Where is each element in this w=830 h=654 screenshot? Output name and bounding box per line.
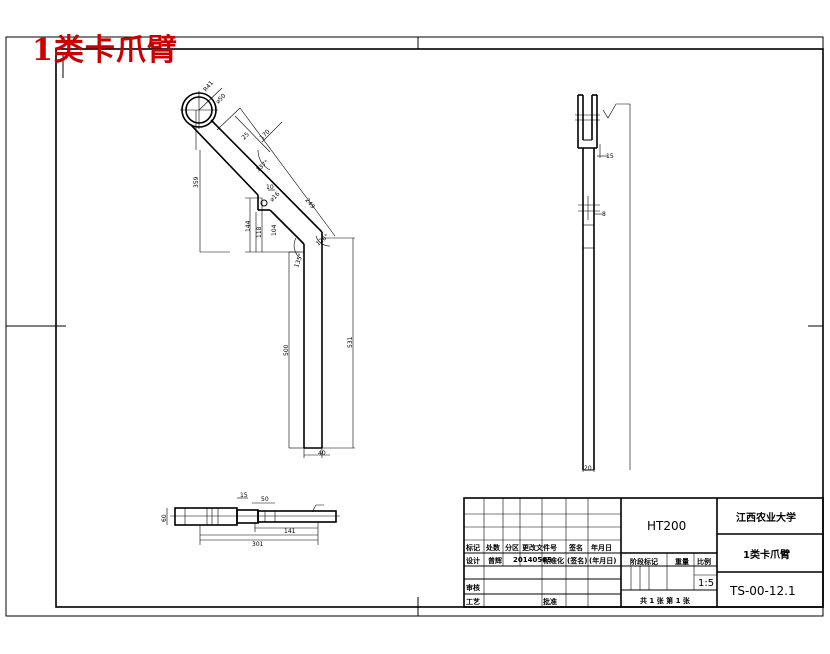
weight-label: 重量 (675, 557, 689, 566)
student-no: 20140505 (513, 556, 552, 564)
material: HT200 (647, 519, 686, 533)
dim-bottom-60: 60 (161, 514, 168, 522)
drawing-title: 1类卡爪臂 (32, 33, 178, 68)
std-sign: (签名) (567, 556, 587, 565)
outer-frame (5, 36, 824, 617)
dim-d50: ⌀50 (214, 92, 227, 105)
process-label: 工艺 (466, 597, 480, 606)
h-date: 年月日 (591, 543, 612, 552)
h-mark: 标记 (465, 543, 480, 552)
designer: 曾辉 (488, 556, 502, 565)
centering-marks (6, 37, 823, 616)
dim-135: 135° (293, 253, 305, 269)
school-name: 江西农业大学 (736, 511, 796, 524)
h-doc: 更改文件号 (522, 543, 557, 552)
ratio-label: 比例 (697, 557, 711, 566)
std-label: 标准化 (542, 556, 564, 565)
dim-d16: ⌀16 (268, 190, 281, 203)
title-block: HT200 江西农业大学 1类卡爪臂 TS-00-12.1 标记 处数 分区 更… (463, 497, 824, 608)
std-date: (年月日) (589, 556, 616, 565)
stage-mark: 阶段标记 (630, 557, 658, 566)
part-name: 1类卡爪臂 (743, 548, 790, 561)
dim-bottom-301: 301 (252, 541, 264, 548)
dim-531: 531 (347, 336, 354, 348)
dim-side-20: 20 (584, 465, 592, 472)
dim-bottom-141: 141 (284, 528, 296, 535)
dim-359: 359 (193, 176, 200, 188)
scale-value: 1:5 (698, 578, 714, 589)
dim-40: 40 (318, 450, 326, 457)
dim-104: 104 (271, 224, 278, 236)
dim-10: 10 (266, 184, 274, 191)
dim-144: 144 (245, 220, 252, 232)
dim-118: 118 (256, 226, 263, 238)
dim-side-15: 15 (606, 153, 614, 160)
dim-side-8: 8 (602, 211, 606, 218)
dim-170: 170 (258, 128, 271, 141)
front-view: R41 ⌀50 170 25 137° 249 359 10 ⌀16 144 1… (180, 80, 355, 458)
approve-label: 批准 (543, 597, 557, 606)
h-zone: 分区 (505, 543, 519, 552)
review-label: 审核 (466, 583, 480, 592)
dim-25: 25 (240, 131, 250, 141)
dim-bottom-15: 15 (240, 492, 248, 499)
dim-500: 500 (283, 344, 290, 356)
sheets-label: 共 1 张 第 1 张 (640, 596, 691, 605)
drawing-number: TS-00-12.1 (729, 584, 796, 598)
h-sign: 签名 (568, 543, 583, 552)
design-label: 设计 (466, 556, 480, 565)
inner-frame (55, 48, 824, 608)
dim-bottom-50: 50 (261, 496, 269, 503)
dim-r41: R41 (202, 80, 215, 94)
h-count: 处数 (485, 543, 501, 552)
bottom-view: 15 50 60 141 301 (161, 492, 340, 548)
side-view: 15 8 20 (575, 94, 631, 472)
